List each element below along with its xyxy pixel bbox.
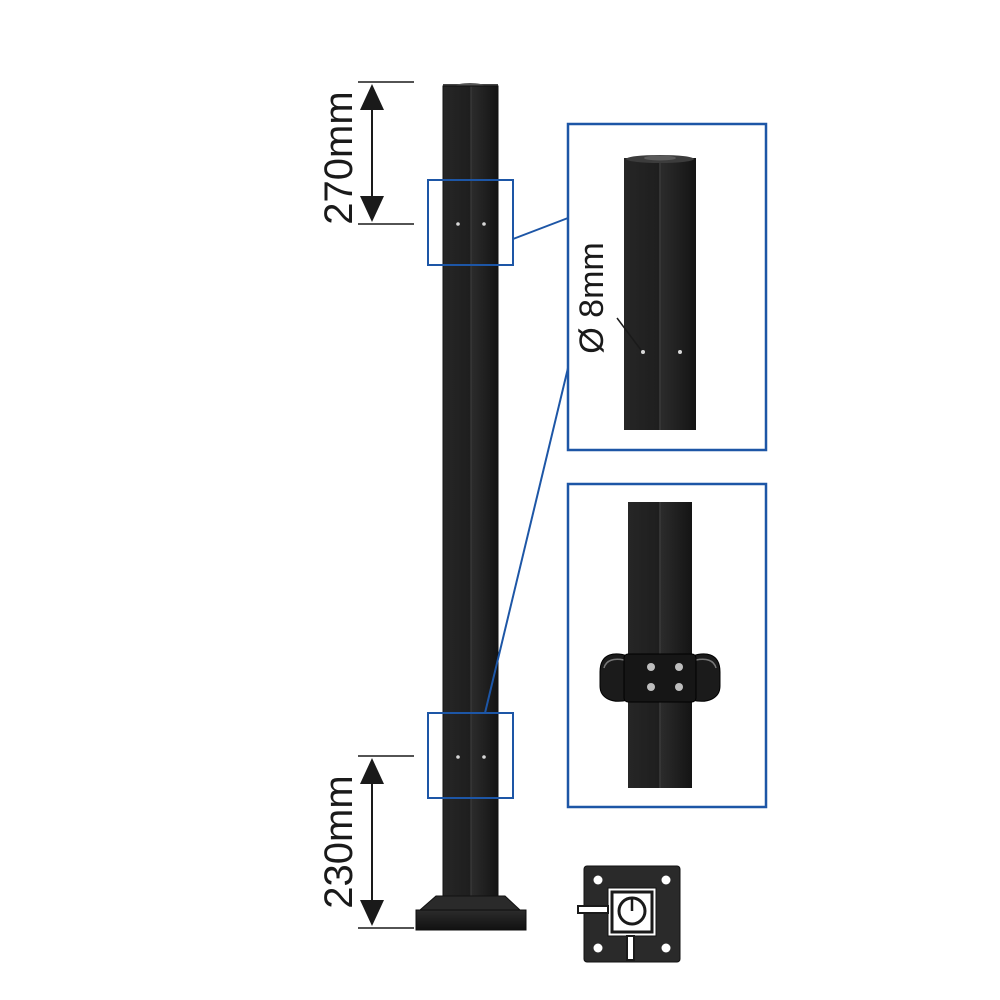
bottom-dimension-label: 230mm [317, 775, 361, 908]
upper-callout-connector [512, 217, 569, 240]
lower-highlight-box [427, 712, 514, 799]
bolt-icon [647, 663, 655, 671]
main-post [415, 83, 527, 931]
post-hole-upper-left [456, 222, 460, 226]
bolt-icon [675, 663, 683, 671]
lower-callout-connector [484, 367, 569, 714]
arrow-up-icon [360, 84, 384, 110]
bottom-dimension: 230mm [317, 755, 414, 929]
detail-hole-left [641, 350, 645, 354]
post-hole-lower-left [456, 755, 460, 759]
top-dimension-label: 270mm [317, 91, 361, 224]
post-hole-upper-right [482, 222, 486, 226]
hole-detail-callout: Ø 8mm [566, 122, 768, 452]
base-plate-top-view [577, 865, 681, 963]
arrow-down-icon [360, 196, 384, 222]
bolt-icon [675, 683, 683, 691]
arrow-up-icon [360, 758, 384, 784]
arrow-down-icon [360, 900, 384, 926]
bracket-detail-callout [566, 482, 768, 809]
bolt-icon [647, 683, 655, 691]
clamp-bracket [599, 653, 721, 703]
top-dimension: 270mm [317, 81, 414, 225]
post-hole-lower-right [482, 755, 486, 759]
upper-highlight-box [427, 179, 514, 266]
hole-diameter-label: Ø 8mm [573, 242, 611, 353]
detail-hole-right [678, 350, 682, 354]
